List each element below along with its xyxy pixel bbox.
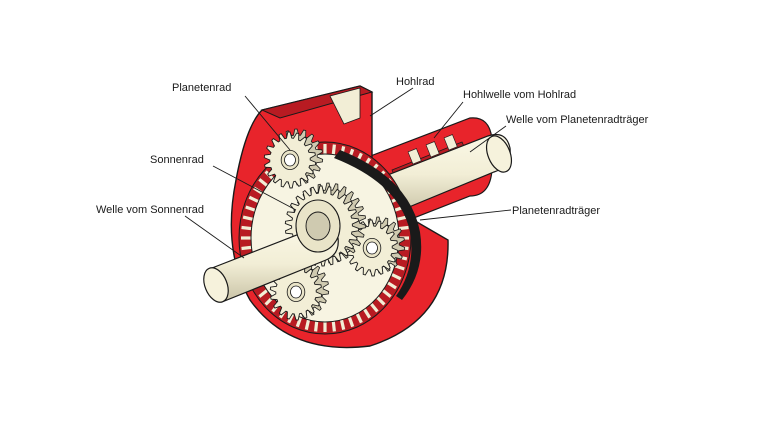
ring-tooth xyxy=(398,225,409,231)
ring-tooth xyxy=(331,144,336,155)
ring-tooth xyxy=(394,264,405,271)
ring-tooth xyxy=(245,205,256,212)
planet-gear-right-hole xyxy=(366,241,378,255)
planet-gear-top-hole xyxy=(284,153,296,167)
ring-tooth xyxy=(258,178,269,187)
planet-gear-bottom-hole xyxy=(290,285,302,299)
label-hohlwelle: Hohlwelle vom Hohlrad xyxy=(463,89,576,101)
label-planetentraeger: Planetenradträger xyxy=(512,205,600,217)
ring-tooth xyxy=(331,321,336,332)
ring-tooth xyxy=(248,195,260,204)
leader-sonnenrad xyxy=(212,165,297,211)
ring-tooth xyxy=(386,281,397,290)
label-welle-planetentraeger: Welle vom Planetenradträger xyxy=(506,114,649,126)
ring-tooth xyxy=(304,319,311,330)
label-welle-sonnenrad: Welle vom Sonnenrad xyxy=(96,204,204,216)
ring-tooth xyxy=(241,245,252,251)
ring-tooth xyxy=(241,225,252,231)
leader-welle-sonnenrad xyxy=(184,215,245,259)
planet-gear-right xyxy=(345,216,406,277)
ring-tooth xyxy=(258,289,269,298)
leader-welle-planetentraeger xyxy=(469,125,507,153)
leader-lines xyxy=(184,87,512,259)
label-planetenrad: Planetenrad xyxy=(172,82,231,94)
ring-tooth xyxy=(339,319,346,330)
sun-gear-hub xyxy=(295,199,341,253)
ring-tooth xyxy=(242,215,254,221)
ring-tooth xyxy=(295,316,303,328)
planet-carrier-shaft xyxy=(379,133,513,215)
ring-tooth xyxy=(287,313,295,324)
ring-tooth xyxy=(363,308,372,319)
leader-hohlrad xyxy=(369,87,414,117)
ring-tooth xyxy=(369,302,379,313)
leader-planetenrad xyxy=(244,95,291,151)
ring-tooth xyxy=(390,272,402,281)
label-sonnenrad: Sonnenrad xyxy=(150,154,204,166)
ring-tooth xyxy=(314,321,319,332)
ring-tooth xyxy=(376,296,386,306)
ring-tooth xyxy=(381,289,392,298)
leader-hohlwelle xyxy=(433,101,464,139)
leader-planetentraeger xyxy=(419,209,512,221)
planet-gear-top xyxy=(263,128,324,189)
ring-tooth xyxy=(396,215,408,221)
label-hohlrad: Hohlrad xyxy=(396,76,435,88)
ring-tooth xyxy=(355,313,363,324)
ring-tooth xyxy=(347,316,355,328)
planet-carrier-plate xyxy=(334,150,422,300)
